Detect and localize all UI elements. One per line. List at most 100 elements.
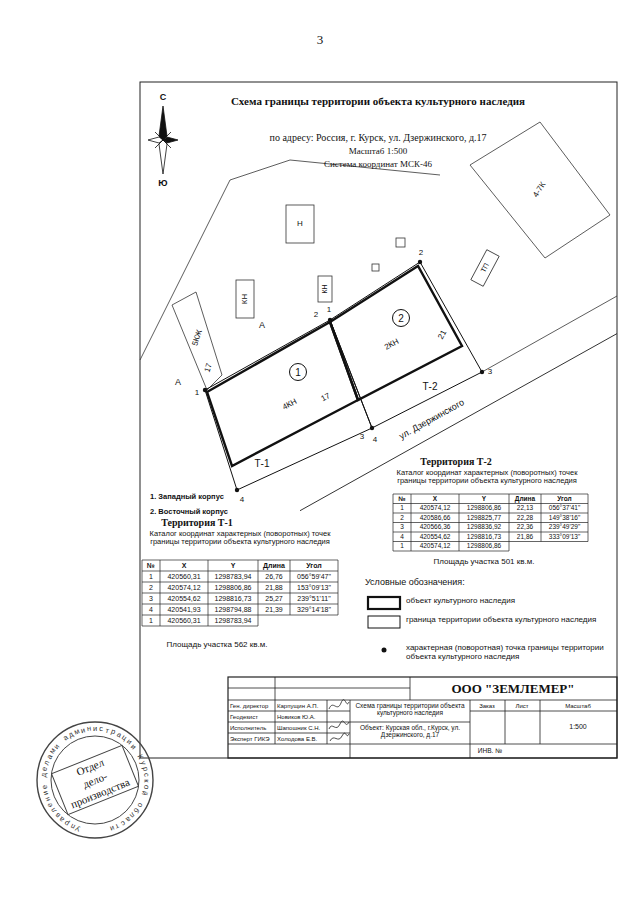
- building-code: 4КН: [281, 398, 298, 413]
- table-cell: 1298783,94: [215, 573, 252, 581]
- object-address: Объект: Курская обл., г.Курск, ул. Дзерж…: [352, 724, 468, 738]
- table-cell: 1: [400, 505, 404, 512]
- stamp-letter: т: [105, 726, 110, 735]
- table-cell: 420560,31: [167, 617, 200, 625]
- person-name: Холодова Е.В.: [277, 735, 317, 742]
- table-cell: 420554,62: [420, 533, 451, 540]
- table-grid: [588, 494, 589, 542]
- subtitle: Система координат МСК-46: [324, 160, 432, 170]
- table-cell: 1298825,77: [467, 514, 501, 521]
- table-cell: 2: [149, 584, 153, 592]
- table-cell: 333°09'13": [549, 533, 580, 540]
- table-cell: Длина: [515, 495, 535, 502]
- stamp-letter: с: [99, 725, 104, 734]
- stamp-box: [52, 745, 139, 814]
- signature: [329, 700, 349, 709]
- stamp-letter: н: [86, 725, 91, 734]
- legend-sample: [368, 597, 400, 609]
- circle-number: 2: [398, 313, 404, 324]
- map-context: [140, 122, 617, 511]
- stamp-letter: и: [41, 790, 50, 796]
- company-name: ООО "ЗЕМЛЕМЕР": [451, 682, 574, 696]
- legend-text: граница территории объекта культурного н…: [406, 616, 611, 625]
- building-outline: [172, 292, 222, 390]
- point-number: 1: [327, 306, 331, 315]
- part-name: 2. Восточный корпус: [150, 508, 228, 516]
- table-cell: №: [147, 562, 155, 570]
- table-grid: [142, 593, 338, 594]
- table-cell: 1298816,73: [467, 533, 501, 540]
- person-name: Карпущин А.П.: [277, 702, 318, 709]
- table-cell: 22,28: [517, 514, 533, 521]
- inventory-field: ИНВ. №: [478, 747, 502, 754]
- table-cell: 056°59'47": [297, 573, 331, 581]
- legend-title: Условные обозначения:: [365, 578, 465, 588]
- table-cell: 21,39: [265, 606, 283, 614]
- role-name: Геодезист: [230, 713, 258, 720]
- table-grid: [142, 560, 338, 561]
- point-number: 3: [360, 433, 364, 442]
- table-grid: [393, 503, 588, 504]
- table-cell: X: [433, 495, 437, 502]
- legend-text: характерная (поворотная) точка границы т…: [406, 644, 611, 662]
- table-cell: 21,86: [517, 533, 533, 540]
- table-cell: 1298783,94: [215, 617, 252, 625]
- turning-point: [418, 260, 422, 264]
- heritage-building: [330, 266, 462, 400]
- turning-point: [370, 426, 374, 430]
- table-cell: 2: [400, 514, 404, 521]
- heritage-building: [207, 322, 358, 466]
- building-outline: [471, 250, 499, 287]
- table-cell: 420574,12: [420, 505, 451, 512]
- table-grid: [142, 571, 338, 572]
- building-outline: [318, 276, 332, 302]
- arrow-part: [159, 140, 167, 174]
- table-title: Территория Т-1: [161, 517, 233, 528]
- table-cell: 420554,62: [167, 595, 200, 603]
- table-cell: Угол: [557, 495, 571, 502]
- table-cell: 22,36: [517, 524, 533, 531]
- table-grid: [393, 494, 588, 495]
- table-cell: 1: [400, 543, 404, 550]
- table-cell: Длина: [263, 562, 285, 570]
- table-cell: 4: [400, 533, 404, 540]
- territory-label: Т-2: [423, 381, 438, 392]
- table-cell: 1298816,73: [215, 595, 252, 603]
- area-note: Площадь участка 562 кв.м.: [167, 641, 268, 650]
- table-grid: [393, 522, 588, 523]
- stamp-letter: и: [108, 824, 115, 833]
- table-cell: 420574,12: [167, 584, 200, 592]
- table-caption: Каталог координат характерных (поворотны…: [382, 469, 592, 486]
- table-cell: Угол: [306, 562, 321, 570]
- building-code: 5КЖ: [191, 329, 204, 347]
- table-cell: 3: [400, 524, 404, 531]
- table-grid: [160, 560, 161, 626]
- building-code: ТП: [479, 262, 490, 274]
- house-number: 21: [437, 329, 449, 341]
- lot-line: [140, 160, 617, 372]
- signature: [329, 721, 349, 729]
- table-cell: 420574,12: [420, 543, 451, 550]
- person-name: Новиков Ю.А.: [277, 713, 316, 720]
- table-cell: 239°49'29": [549, 524, 580, 531]
- table-grid: [393, 494, 394, 551]
- number-circle: 2: [392, 309, 410, 327]
- table-cell: 1298836,92: [467, 524, 501, 531]
- title-block-grid: [228, 677, 617, 758]
- stamp-letter: е: [40, 784, 49, 789]
- building-outline: [236, 280, 254, 318]
- stamp-letter: е: [41, 766, 50, 772]
- table-grid: [142, 626, 258, 627]
- table-cell: 4: [149, 606, 153, 614]
- signatures: [329, 700, 349, 741]
- building-code: КН: [321, 284, 329, 293]
- table-cell: 1298794,88: [215, 606, 252, 614]
- title-block-frame: [228, 677, 617, 758]
- table-cell: 1298806,86: [467, 505, 501, 512]
- legend-sample: [382, 648, 387, 653]
- table-cell: 420560,31: [167, 573, 200, 581]
- point-number: 4: [373, 436, 377, 445]
- building-outline: [470, 122, 610, 258]
- table-grid: [411, 494, 412, 551]
